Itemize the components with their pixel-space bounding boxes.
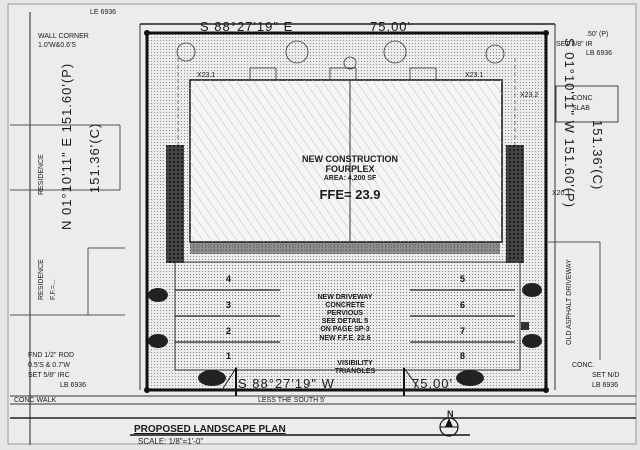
plan-scale: SCALE: 1/8"=1'-0" — [138, 437, 204, 446]
label-wall-offset: 1.0'W&0.6'S — [38, 42, 77, 49]
stall-number-2: 2 — [226, 326, 232, 336]
west-hedge — [166, 145, 184, 263]
bearing-top-length: 75.00' — [370, 19, 412, 34]
label-set-rod: SET 5/8" IR — [556, 41, 593, 48]
visibility-line-2: TRIANGLES — [334, 368, 376, 375]
shrub-2 — [285, 40, 309, 64]
bearing-top: S 88°27'19" E — [200, 19, 294, 34]
label-fnd-rod: FND 1/2" ROD — [28, 352, 75, 359]
label-right-top: .50' (P) — [586, 31, 609, 38]
driveway-line-5: ON PAGE SP-3 — [320, 326, 370, 333]
shrub-dl-2 — [148, 334, 168, 348]
label-conc-walk: CONC WALK — [14, 397, 57, 404]
stall-number-6: 6 — [460, 300, 466, 310]
unit-entry-box-1 — [249, 67, 277, 81]
driveway-line-4: SEE DETAIL 5 — [321, 318, 369, 325]
bearing-right-calc: 151.36'(C) — [590, 120, 605, 191]
east-hedge — [506, 145, 524, 263]
driveway-line-2: CONCRETE — [325, 302, 365, 309]
driveway-line-6: NEW F.F.E. 22.6 — [319, 335, 371, 342]
visibility-line-1: VISIBILITY — [337, 360, 373, 367]
label-conc-slab-2: SLAB — [572, 105, 590, 112]
label-residence-bottom: RESIDENCE — [38, 259, 45, 300]
driveway-shrubs — [148, 283, 542, 386]
shrub-front-1 — [198, 370, 226, 386]
conc-slab-box — [555, 85, 619, 123]
stall-number-1: 1 — [226, 351, 232, 361]
bearing-bottom: S 88°27'19" W — [238, 376, 335, 391]
label-lb-top: LB 6936 — [586, 50, 613, 57]
label-wall-corner: WALL CORNER — [38, 33, 89, 40]
fourplex-hatch — [190, 80, 502, 242]
stall-number-7: 7 — [460, 326, 466, 336]
monument-se — [543, 387, 549, 393]
label-residence-ff: F.F.=... — [50, 279, 57, 300]
shrub-front-2 — [456, 370, 484, 386]
label-set-rod-bl: SET 5/8" IRC — [28, 372, 70, 379]
label-conc-br: CONC. — [572, 362, 595, 369]
monument-sw — [144, 387, 150, 393]
driveway-line-3: PERVIOUS — [326, 310, 364, 317]
monument-ne — [543, 30, 549, 36]
monument-nw — [144, 30, 150, 36]
elev-r2: X20.1 — [552, 190, 571, 197]
stall-number-5: 5 — [460, 274, 466, 284]
elev-r1: X23.2 — [520, 92, 539, 99]
bearing-left-plat: N 01°10'11" E 151.60'(P) — [59, 62, 74, 230]
top-shrubs — [176, 40, 505, 70]
label-residence-top: RESIDENCE — [38, 154, 45, 195]
label-old-asphalt: OLD ASPHALT DRIVEWAY — [566, 259, 573, 345]
label-lb-br: LB 6936 — [592, 382, 619, 389]
shrub-5 — [343, 56, 357, 70]
plan-title: PROPOSED LANDSCAPE PLAN — [134, 424, 286, 435]
driveway-line-1: NEW DRIVEWAY — [317, 294, 373, 301]
label-less-south: LESS THE SOUTH 5' — [258, 397, 326, 404]
unit-entry-box-3 — [409, 67, 437, 81]
building-ffe: FFE= 23.9 — [319, 187, 381, 202]
label-lb-bl: LB 6936 — [60, 382, 87, 389]
shrub-dl-1 — [148, 288, 168, 302]
building-line-3: AREA: 4,200 SF — [323, 175, 377, 182]
unit-entry-box-2 — [329, 67, 357, 81]
elev-tr: X23.1 — [465, 72, 484, 79]
elev-tl: X23.1 — [197, 72, 216, 79]
north-arrow-icon — [439, 417, 459, 437]
building-line-2: FOURPLEX — [325, 164, 375, 174]
label-fnd-offset: 0.5'S & 0.7'W — [28, 362, 70, 369]
shrub-dr-2 — [522, 334, 542, 348]
utility-box — [521, 322, 529, 330]
bearing-bottom-length: 75.00' — [412, 376, 454, 391]
bearing-right-plat: S 01°10'11" W 151.60'(P) — [562, 38, 577, 209]
shrub-dr-1 — [522, 283, 542, 297]
label-le-top: LE 6936 — [90, 9, 117, 16]
north-label: N — [447, 409, 454, 419]
stall-number-8: 8 — [460, 351, 466, 361]
stall-number-4: 4 — [226, 274, 232, 284]
shrub-1 — [176, 42, 196, 62]
bearing-left-calc: 151.36'(C) — [87, 122, 102, 193]
label-conc-slab-1: CONC — [572, 95, 593, 102]
stall-number-3: 3 — [226, 300, 232, 310]
shrub-4 — [485, 44, 505, 64]
building-front-hedge — [190, 240, 500, 254]
shrub-3 — [383, 40, 407, 64]
label-set-nd: SET N/D — [592, 372, 620, 379]
building-line-1: NEW CONSTRUCTION — [302, 154, 398, 164]
